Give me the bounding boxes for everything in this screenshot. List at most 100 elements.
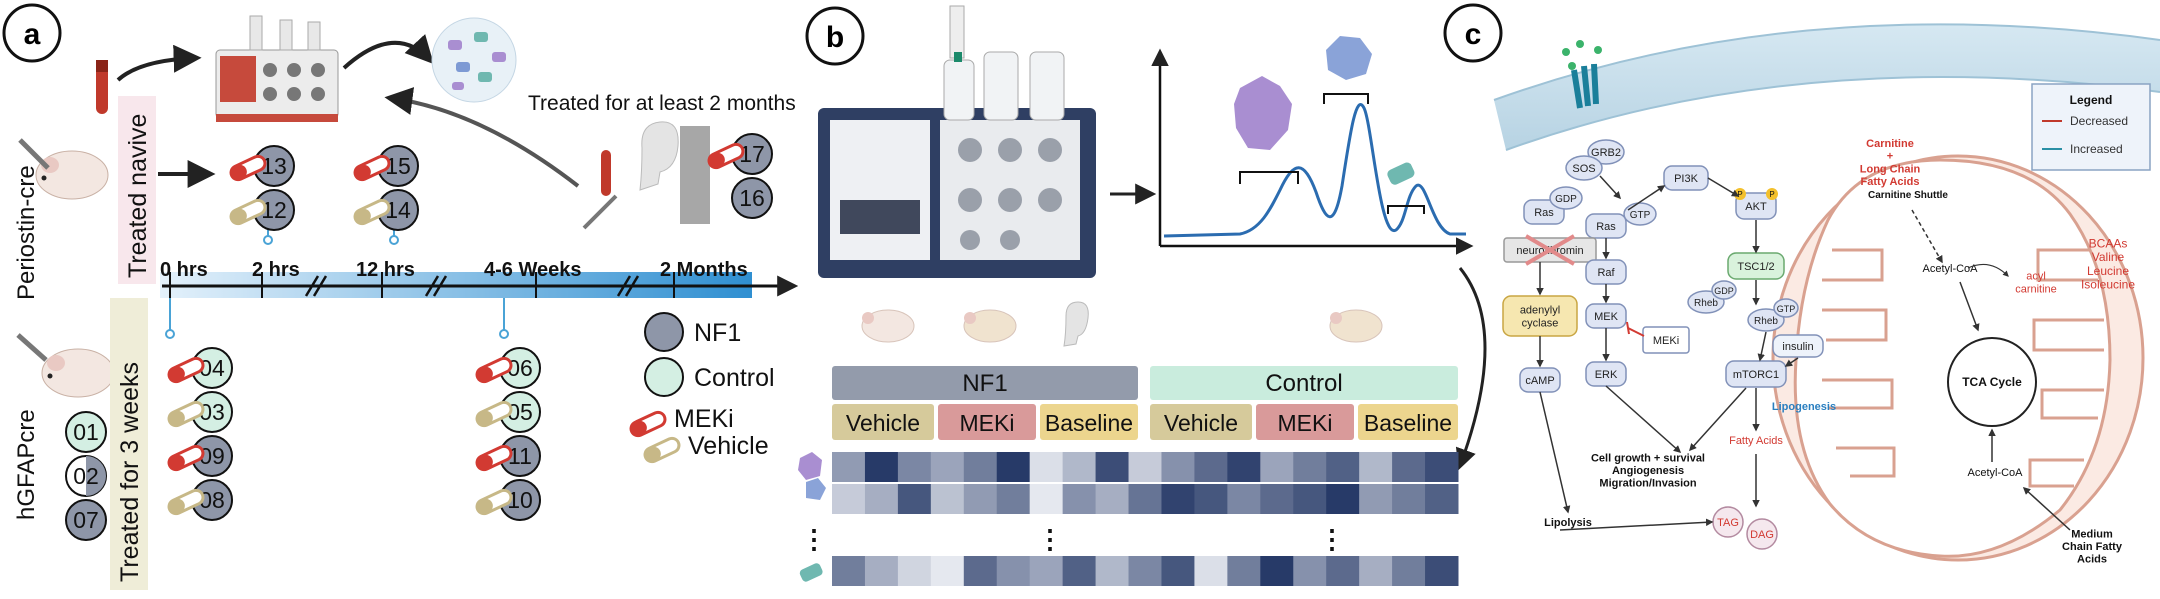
sample-circle: 12 bbox=[229, 189, 295, 231]
group-header-control-label: Control bbox=[1265, 370, 1342, 397]
sample-circle: 03 bbox=[167, 391, 233, 433]
heatmap-cell bbox=[1425, 452, 1459, 482]
heatmap-cell bbox=[1260, 452, 1294, 482]
treatment-header-label: MEKi bbox=[960, 410, 1015, 436]
panel-label-b: b bbox=[805, 6, 865, 66]
pathway-node-label: GTP bbox=[1630, 210, 1651, 221]
tca-cycle-label: TCA Cycle bbox=[1962, 375, 2022, 389]
svg-text:Legend: Legend bbox=[2070, 93, 2113, 107]
sample-circle: 13 bbox=[229, 145, 295, 187]
carnitine-label: Long Chain bbox=[1860, 163, 1921, 175]
pathway-arrow bbox=[1605, 385, 1682, 453]
growth-label: Migration/Invasion bbox=[1599, 478, 1696, 490]
pathway-node-label: AKT bbox=[1745, 201, 1767, 213]
pathway-node: PI3K bbox=[1663, 165, 1709, 191]
heatmap-cell bbox=[1029, 452, 1064, 482]
svg-text:Control: Control bbox=[694, 364, 775, 392]
meki-pill-icon bbox=[167, 356, 205, 384]
meki-pill-icon bbox=[475, 356, 513, 384]
heatmap-cell bbox=[1260, 556, 1294, 586]
group-header-control bbox=[1150, 366, 1458, 400]
pathway-node: SOS bbox=[1565, 155, 1603, 181]
heatmap-cell bbox=[1425, 556, 1459, 586]
pathway-node: MEKi bbox=[1642, 326, 1690, 354]
acetyl-coa-label: Acetyl-CoA bbox=[1967, 467, 2023, 479]
heatmap-cell bbox=[963, 484, 998, 514]
svg-text:a: a bbox=[24, 18, 41, 51]
growth-label: Angiogenesis bbox=[1612, 465, 1684, 477]
heatmap-cell bbox=[996, 556, 1031, 586]
sample-id: 02 bbox=[73, 463, 99, 489]
protein-purple-icon bbox=[1234, 76, 1292, 150]
tca-cycle-icon bbox=[1947, 337, 2037, 427]
phospho-icon bbox=[1766, 188, 1778, 200]
legend-nf1: NF1 bbox=[644, 312, 741, 352]
pathway-node: insulin bbox=[1772, 334, 1824, 358]
row2-group-box bbox=[110, 298, 148, 590]
arrow bbox=[342, 34, 434, 70]
treatment-header-label: Vehicle bbox=[846, 410, 920, 436]
blood-tube-icon bbox=[601, 150, 611, 196]
vehicle-pill-icon bbox=[475, 488, 513, 516]
heatmap-cell bbox=[1260, 484, 1294, 514]
acetyl-coa-label: Acetyl-CoA bbox=[1922, 263, 1978, 275]
pathway-arrow bbox=[1599, 175, 1622, 200]
svg-text:Decreased: Decreased bbox=[2070, 114, 2128, 128]
heatmap-cell bbox=[1392, 556, 1426, 586]
row2-group-label: Treated for 3 weeks bbox=[116, 362, 144, 582]
phospho-label: P bbox=[1769, 190, 1774, 199]
timeline-label: 12 hrs bbox=[356, 259, 415, 281]
heatmap-cell bbox=[1392, 452, 1426, 482]
treatment-header-label: Vehicle bbox=[1164, 410, 1238, 436]
group-header-nf1-label: NF1 bbox=[962, 370, 1007, 397]
sample-circle: 08 bbox=[167, 479, 233, 521]
sample-circle: 14 bbox=[353, 189, 419, 231]
heatmap-cell bbox=[1227, 556, 1261, 586]
heatmap-cell bbox=[963, 556, 998, 586]
svg-text:NF1: NF1 bbox=[694, 319, 741, 347]
pathway-node-label: ERK bbox=[1595, 369, 1618, 381]
medium-chain-label: Acids bbox=[2077, 554, 2107, 566]
lipogenesis-label: Lipogenesis bbox=[1772, 401, 1836, 413]
treatment-header bbox=[832, 404, 934, 440]
row1-label: Periostin-cre bbox=[13, 165, 40, 300]
heatmap-cell bbox=[1326, 556, 1360, 586]
fatty-acids-label: Fatty Acids bbox=[1729, 435, 1783, 447]
sample-circle: 01 bbox=[65, 411, 107, 453]
pathway-node-label: Ras bbox=[1534, 207, 1554, 219]
pathway-node: TSC1/2 bbox=[1727, 252, 1785, 280]
heatmap bbox=[832, 452, 1459, 586]
sample-circle: 10 bbox=[475, 479, 541, 521]
timeline-label: 2 hrs bbox=[252, 259, 300, 281]
pathway-arrow bbox=[1688, 387, 1747, 452]
panel-label-a: a bbox=[2, 3, 62, 63]
heatmap-cell bbox=[1194, 556, 1228, 586]
sample-circle: 16 bbox=[731, 177, 773, 219]
human-head-icon bbox=[1063, 301, 1089, 347]
heatmap-cell bbox=[1161, 556, 1195, 586]
heatmap-cell bbox=[1095, 484, 1130, 514]
carnitine-label: Fatty Acids bbox=[1861, 176, 1920, 188]
bcaa-label: Valine bbox=[2092, 250, 2125, 264]
bcaa-label: Isoleucine bbox=[2081, 278, 2135, 292]
pathway-node: GDP bbox=[1711, 280, 1737, 300]
heatmap-cell bbox=[1062, 556, 1097, 586]
heatmap-cell bbox=[1293, 556, 1327, 586]
phospho-label: P bbox=[1737, 190, 1742, 199]
pathway-arrow bbox=[2022, 486, 2071, 531]
svg-text:Vehicle: Vehicle bbox=[688, 432, 769, 460]
heatmap-cell bbox=[864, 452, 899, 482]
heatmap-cell bbox=[1062, 484, 1097, 514]
legend-meki: MEKi bbox=[629, 405, 734, 438]
heatmap-cell bbox=[1359, 452, 1393, 482]
ellipsis: ⋮ bbox=[801, 524, 827, 554]
mouse-icon bbox=[861, 309, 915, 343]
pathway-node: GRB2 bbox=[1587, 139, 1625, 165]
heatmap-cell bbox=[1095, 556, 1130, 586]
blood-tube-icon bbox=[96, 60, 108, 114]
acyl-carnitine-label: carnitine bbox=[2015, 283, 2057, 295]
heatmap-cell bbox=[996, 484, 1031, 514]
heatmap-cell bbox=[897, 452, 932, 482]
